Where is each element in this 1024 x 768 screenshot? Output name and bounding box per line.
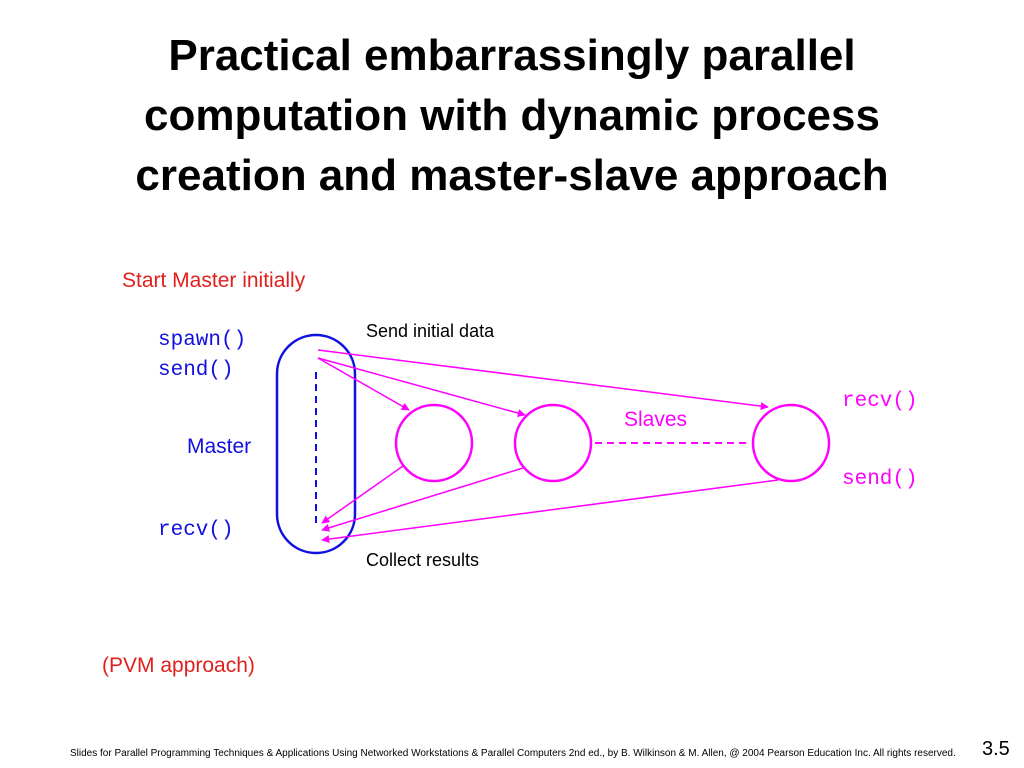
send-arrow-to-slave-n	[317, 349, 769, 411]
slave-send-call: send()	[842, 468, 918, 491]
master-label: Master	[187, 435, 251, 458]
slide-number: 3.5	[982, 738, 1010, 760]
slave-process-2	[513, 403, 593, 483]
pvm-approach-note: (PVM approach)	[102, 654, 255, 677]
send-initial-data-label: Send initial data	[366, 321, 495, 341]
title-line-2: computation with dynamic process	[144, 91, 880, 140]
master-process-box	[275, 333, 357, 555]
footer-credit: Slides for Parallel Programming Techniqu…	[70, 748, 956, 759]
result-arrow-from-slave-2	[321, 467, 524, 532]
slave-process-1	[394, 403, 474, 483]
master-spawn-call: spawn()	[158, 329, 246, 352]
slaves-label: Slaves	[624, 408, 687, 431]
result-arrow-from-slave-1	[321, 465, 404, 524]
send-arrow-to-slave-1	[317, 357, 410, 411]
collect-results-label: Collect results	[366, 550, 479, 570]
send-arrow-to-slave-2	[317, 357, 526, 417]
start-master-caption: Start Master initially	[122, 269, 306, 292]
master-send-call: send()	[158, 359, 234, 382]
master-recv-call: recv()	[158, 519, 234, 542]
slave-recv-call: recv()	[842, 390, 918, 413]
title-line-1: Practical embarrassingly parallel	[168, 31, 856, 80]
title-line-3: creation and master-slave approach	[135, 151, 889, 200]
slide-title: Practical embarrassingly parallel comput…	[20, 26, 1004, 206]
slave-process-n	[751, 403, 831, 483]
result-arrow-from-slave-n	[321, 479, 779, 544]
